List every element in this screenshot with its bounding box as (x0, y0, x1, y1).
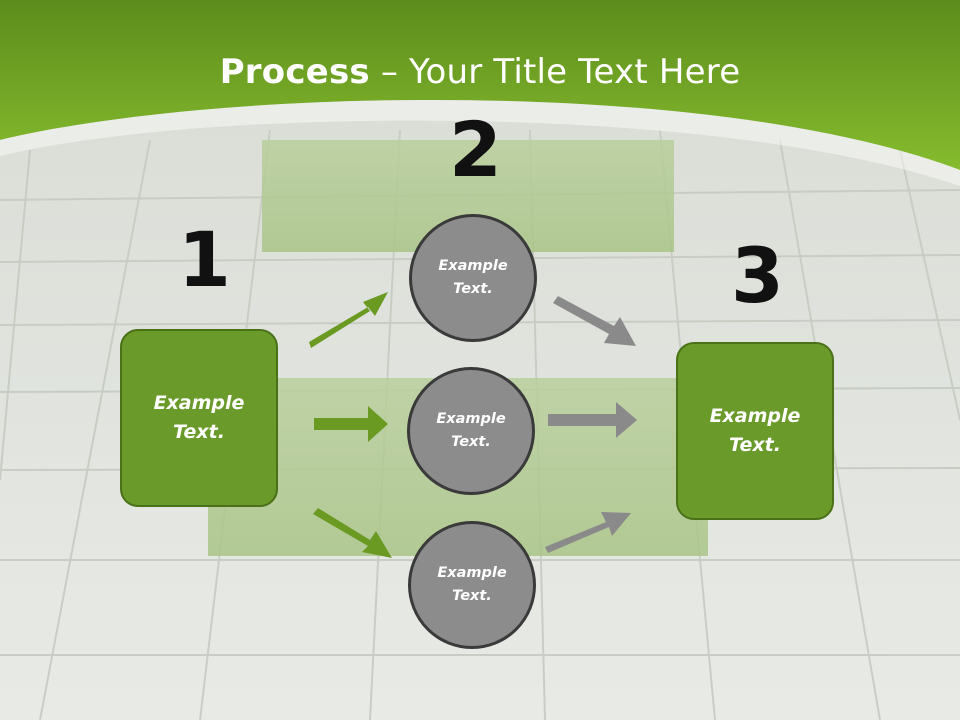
step-1-box-text: Example Text. (153, 392, 245, 443)
circle-middle: Example Text. (407, 367, 535, 495)
circle-top-text: Example Text. (438, 258, 508, 297)
step-3-box-text: Example Text. (709, 405, 801, 456)
slide-title: Process – Your Title Text Here (0, 52, 960, 92)
step-3-number: 3 (731, 231, 784, 320)
step-3-box: Example Text. (676, 342, 834, 520)
step-2-number: 2 (449, 105, 502, 194)
title-rest-part: – Your Title Text Here (369, 52, 741, 92)
title-bold-part: Process (219, 52, 370, 92)
green-arrow-down-right (313, 508, 392, 558)
green-arrow-right (314, 406, 388, 442)
gray-arrow-right (548, 402, 637, 438)
circle-top: Example Text. (409, 214, 537, 342)
circle-middle-text: Example Text. (436, 411, 506, 450)
step-1-number: 1 (178, 215, 231, 304)
circle-bottom-text: Example Text. (437, 565, 507, 604)
circle-bottom: Example Text. (408, 521, 536, 649)
green-arrow-up-right (309, 292, 388, 348)
gray-arrow-down-right (553, 296, 636, 346)
gray-arrow-up-right (545, 512, 631, 553)
step-1-box: Example Text. (120, 329, 278, 507)
